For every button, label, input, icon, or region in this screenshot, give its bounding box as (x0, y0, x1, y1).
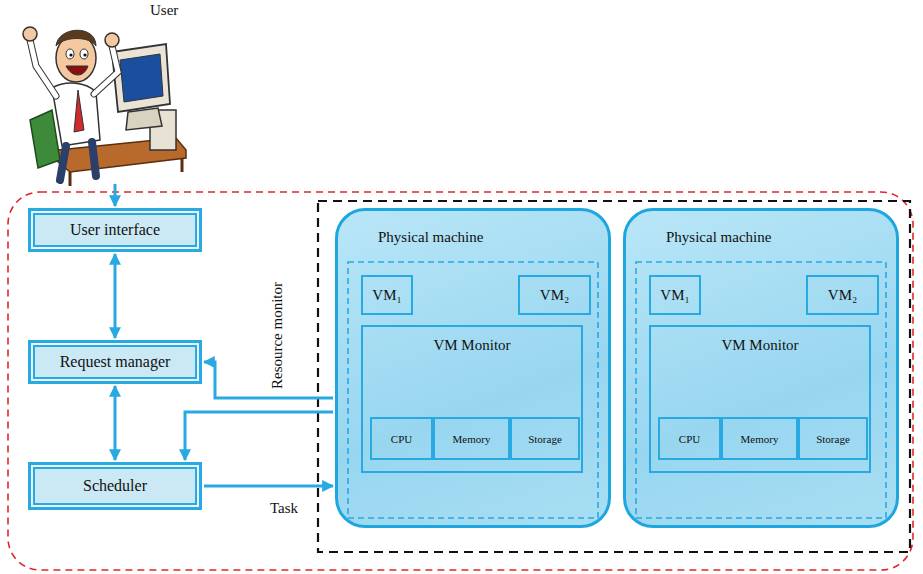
system-boundary (8, 192, 913, 570)
vm-monitor: VM MonitorCPU Memory Storage (361, 325, 583, 473)
edge-label: Resource monitor (270, 279, 287, 390)
node-label: VM₁ (660, 287, 689, 304)
connector-arrow (114, 254, 117, 338)
cpu-box: CPU (658, 417, 721, 460)
vm-monitor: VM MonitorCPU Memory Storage (649, 325, 871, 473)
memory-box: Memory (721, 417, 798, 460)
node-label: CPU (679, 433, 700, 445)
node-label: Physical machine (666, 229, 771, 246)
vm-group-outline (636, 262, 886, 518)
user-figure (23, 27, 186, 186)
node-label: Scheduler (83, 477, 147, 495)
node-label: Storage (816, 433, 850, 445)
physical-machine: Physical machineVM₁ VM₂ VM MonitorCPU Memor… (623, 208, 899, 528)
edge-label: Task (268, 500, 300, 517)
interface-box: User interface (28, 208, 202, 252)
node-label: Storage (528, 433, 562, 445)
node-label: Request manager (60, 353, 171, 371)
connector-arrow (185, 412, 333, 460)
storage-box: Storage (510, 417, 580, 460)
physical-machine: Physical machineVM₁ VM₂ VM MonitorCPU Memor… (335, 208, 611, 528)
vm-box: VM₁ (361, 275, 413, 315)
node-label: Memory (741, 433, 779, 445)
node-label: VM Monitor (363, 337, 581, 354)
figure-label: User (150, 2, 178, 19)
memory-box: Memory (433, 417, 510, 460)
connector-arrow (204, 485, 333, 488)
connector-arrow (204, 362, 333, 398)
scheduler-box: Scheduler (28, 462, 202, 510)
user-arrow (114, 184, 117, 206)
node-label: User interface (70, 221, 160, 239)
vm-group-outline (348, 262, 598, 518)
storage-box: Storage (798, 417, 868, 460)
connector-arrow (114, 386, 117, 460)
vm-box: VM₂ (518, 275, 591, 315)
node-label: VM₁ (372, 287, 401, 304)
vm-box: VM₂ (806, 275, 879, 315)
cpu-box: CPU (370, 417, 433, 460)
node-label: VM Monitor (651, 337, 869, 354)
manager-box: Request manager (28, 340, 202, 384)
cloud-boundary (318, 201, 910, 552)
node-label: Memory (453, 433, 491, 445)
vm-box: VM₁ (649, 275, 701, 315)
node-label: VM₂ (828, 287, 857, 304)
node-label: CPU (391, 433, 412, 445)
node-label: Physical machine (378, 229, 483, 246)
node-label: VM₂ (540, 287, 569, 304)
